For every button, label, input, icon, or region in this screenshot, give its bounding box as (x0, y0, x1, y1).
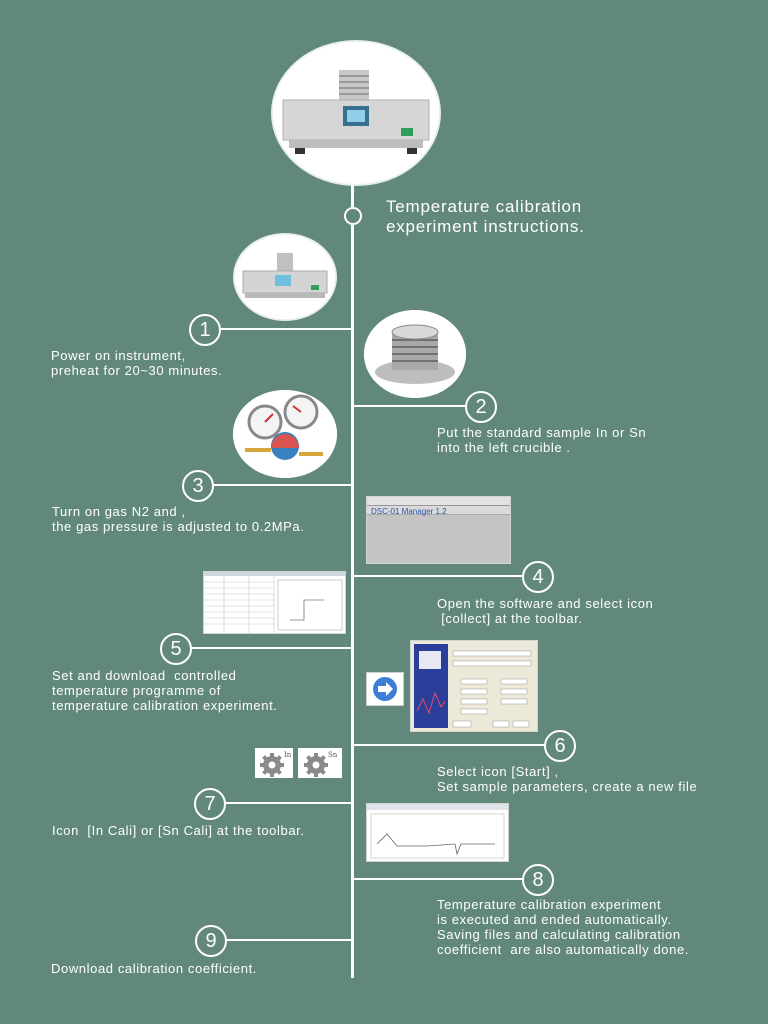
timeline-start-node (344, 207, 362, 225)
sn-cali-gear-icon: Sn (298, 748, 342, 778)
in-gear-label: In (284, 751, 292, 759)
connector-7 (224, 802, 352, 804)
connector-3 (212, 484, 352, 486)
connector-9 (225, 939, 352, 941)
sample-parameters-dialog-screenshot (410, 640, 538, 732)
software-window-screenshot: DSC-01 Manager 1.2 (366, 496, 511, 564)
dialog-illustration (411, 641, 537, 731)
page-title: Temperature calibration experiment instr… (386, 197, 585, 236)
instrument-small-illustration (235, 235, 335, 319)
step-1-marker: 1 (189, 314, 221, 346)
timeline-spine (351, 180, 354, 978)
crucible-photo (364, 310, 466, 398)
step-7-marker: 7 (194, 788, 226, 820)
step-3-text: Turn on gas N2 and , the gas pressure is… (52, 504, 305, 534)
step-5-marker: 5 (160, 633, 192, 665)
step-2-marker: 2 (465, 391, 497, 423)
connector-8 (352, 878, 523, 880)
curve-illustration (367, 804, 508, 861)
step-4-marker: 4 (522, 561, 554, 593)
temperature-programme-screenshot (203, 571, 346, 634)
step-3-marker: 3 (182, 470, 214, 502)
in-cali-gear-icon: In (255, 748, 293, 778)
connector-5 (190, 647, 352, 649)
step-9-text: Download calibration coefficient. (51, 961, 258, 976)
step-8-marker: 8 (522, 864, 554, 896)
step-4-text: Open the software and select icon [colle… (437, 596, 654, 626)
gas-regulator-illustration (233, 390, 337, 478)
crucible-illustration (364, 310, 466, 398)
connector-1 (219, 328, 352, 330)
step-6-text: Select icon [Start] , Set sample paramet… (437, 764, 698, 794)
connector-2 (352, 405, 466, 407)
software-window-title: DSC-01 Manager 1.2 (371, 507, 447, 516)
instrument-photo-small (233, 233, 337, 321)
step-6-marker: 6 (544, 730, 576, 762)
instrument-photo-large (271, 40, 441, 186)
gas-regulator-photo (233, 390, 337, 478)
step-2-text: Put the standard sample In or Sn into th… (437, 425, 647, 455)
step-8-text: Temperature calibration experiment is ex… (437, 897, 689, 957)
calibration-curve-screenshot (366, 803, 509, 862)
step-5-text: Set and download controlled temperature … (52, 668, 278, 713)
step-9-marker: 9 (195, 925, 227, 957)
connector-4 (352, 575, 523, 577)
step-7-text: Icon [In Cali] or [Sn Cali] at the toolb… (52, 823, 305, 838)
sn-gear-label: Sn (328, 751, 338, 759)
instrument-illustration (273, 42, 439, 184)
connector-6 (352, 744, 545, 746)
step-1-text: Power on instrument, preheat for 20~30 m… (51, 348, 223, 378)
arrow-right-icon (366, 672, 404, 706)
table-illustration (204, 572, 345, 633)
